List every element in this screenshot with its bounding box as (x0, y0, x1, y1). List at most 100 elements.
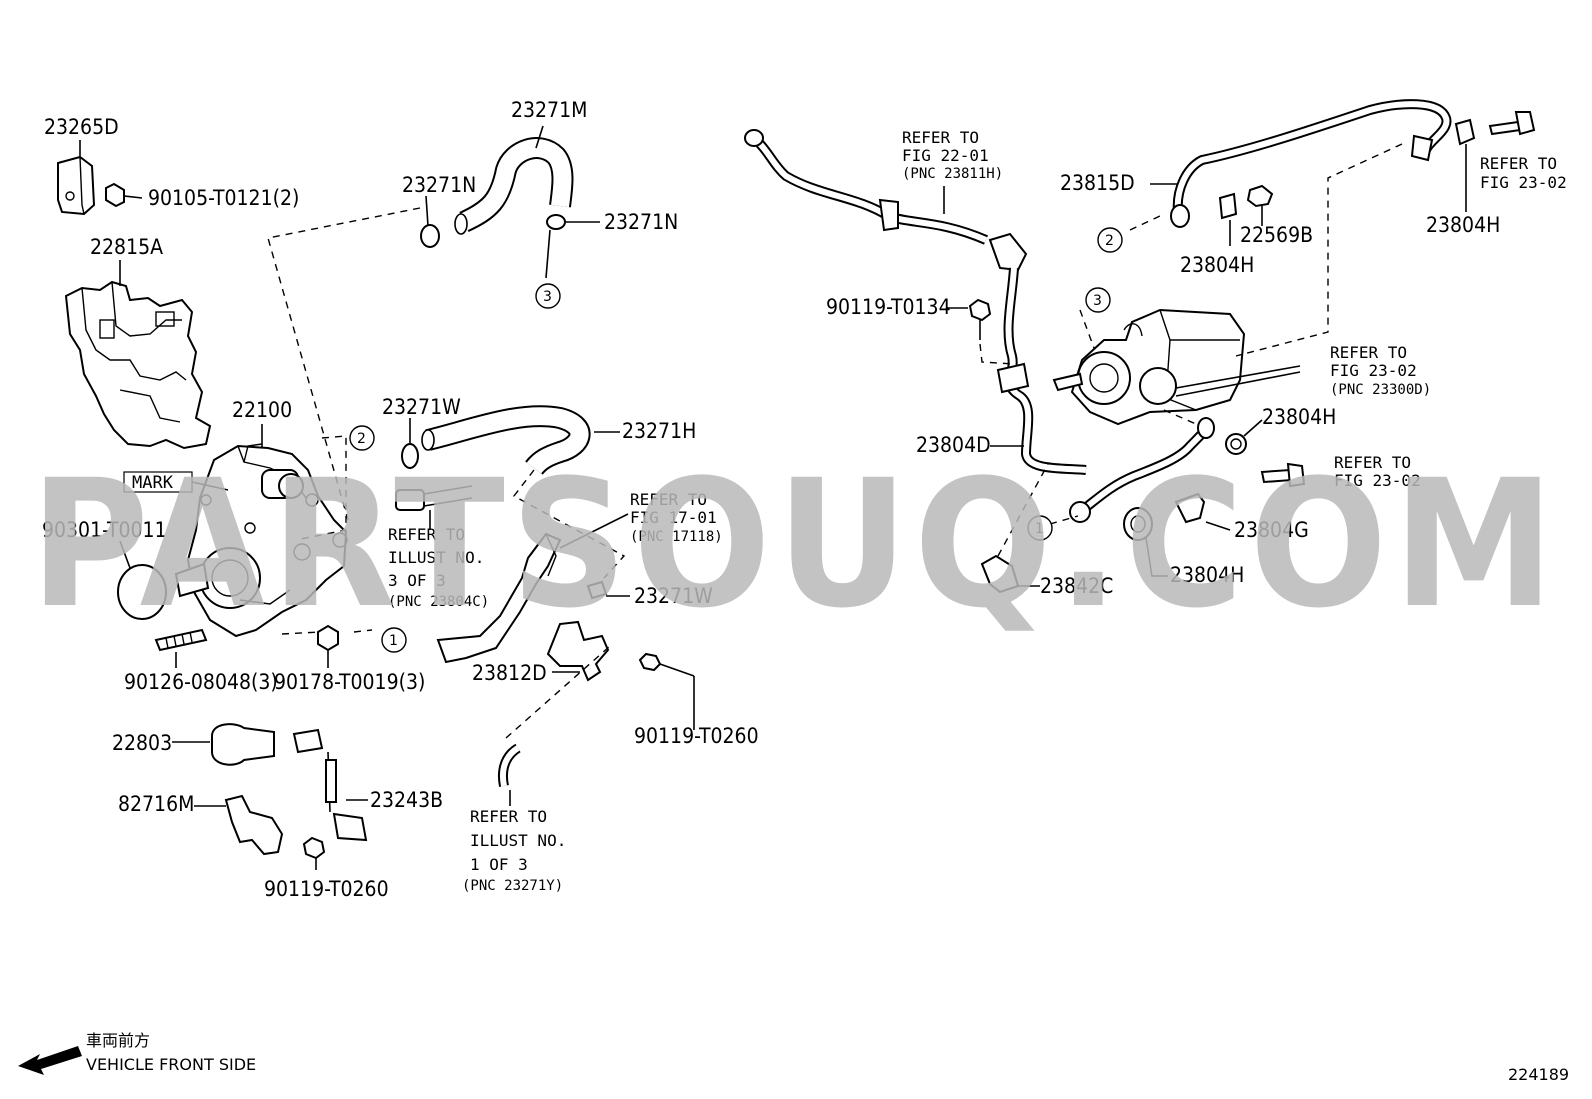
connector-23243B-drawing (292, 728, 368, 842)
part-22803-drawing (172, 723, 275, 766)
ref-line: (PNC 23804C) (388, 594, 489, 610)
label-23804H-d[interactable]: 23804H (1170, 563, 1244, 587)
ref-line: REFER TO (630, 490, 707, 509)
ref-line: REFER TO (1334, 453, 1411, 472)
label-22815A[interactable]: 22815A (90, 235, 163, 259)
callout-text: 2 (1105, 233, 1114, 249)
pipe-illust1-drawing (498, 743, 521, 806)
supply-pump-assembly-drawing (1052, 308, 1301, 426)
front-arrow-icon (18, 1046, 82, 1075)
bolt-90119-T0260-b-drawing (302, 836, 326, 870)
label-23243B[interactable]: 23243B (370, 788, 443, 812)
label-23804D[interactable]: 23804D (916, 433, 991, 457)
ref-line: 3 OF 3 (388, 571, 446, 590)
callout-2-right: 2 (1097, 227, 1123, 253)
left-dashed-guides (267, 207, 626, 739)
label-90119-T0260-a[interactable]: 90119-T0260 (634, 724, 759, 748)
watermark-text: PARTSOUQ.COM (30, 442, 1560, 647)
bolt-90119-T0134-drawing (946, 298, 1015, 365)
figure-number: 224189 (1508, 1065, 1569, 1084)
callout-text: 1 (389, 633, 398, 649)
ref-line: REFER TO (470, 807, 547, 826)
gasket-23804H-a-drawing (1218, 192, 1238, 246)
label-23842C[interactable]: 23842C (1040, 574, 1113, 598)
hose-23271H-drawing (421, 405, 620, 476)
ref-line: FIG 23-02 (1480, 173, 1567, 192)
right-dashed-guides (1049, 215, 1161, 525)
clamp-23271N-a-drawing (420, 195, 440, 248)
label-23812D[interactable]: 23812D (472, 661, 547, 685)
label-23271N-b[interactable]: 23271N (604, 210, 678, 234)
callout-3-right: 3 (1085, 287, 1111, 313)
label-90178-T0019[interactable]: 90178-T0019(3) (274, 670, 425, 694)
label-23271N-a[interactable]: 23271N (402, 173, 476, 197)
clamp-23271W-b-drawing (586, 580, 630, 600)
label-23804H-c[interactable]: 23804H (1262, 405, 1336, 429)
front-side-english: VEHICLE FRONT SIDE (86, 1055, 256, 1074)
vehicle-front-indicator: 車両前方 VEHICLE FRONT SIDE (18, 1031, 256, 1075)
ref-illust-3[interactable]: REFER TO ILLUST NO. 3 OF 3 (PNC 23804C) (388, 525, 489, 610)
gasket-23804H-b-drawing (1454, 118, 1476, 212)
ref-fig-23-02-top[interactable]: REFER TO FIG 23-02 (1480, 154, 1567, 192)
mark-label: MARK (132, 473, 174, 493)
front-side-japanese: 車両前方 (86, 1031, 150, 1050)
ref-fig-17-01[interactable]: REFER TO FIG 17-01 (PNC 17118) (630, 490, 723, 545)
bolt-upper-right-drawing (1488, 111, 1536, 136)
label-23271H[interactable]: 23271H (622, 419, 696, 443)
label-23815D[interactable]: 23815D (1060, 171, 1135, 195)
label-22803[interactable]: 22803 (112, 731, 172, 755)
ref-line: ILLUST NO. (388, 548, 484, 567)
callout-text: 1 (1035, 521, 1044, 537)
ref-line: REFER TO (388, 525, 465, 544)
ref-line: (PNC 23300D) (1330, 382, 1431, 398)
part-22815A-drawing (64, 280, 212, 450)
ref-fig-23-02-low[interactable]: REFER TO FIG 23-02 (1334, 453, 1421, 490)
stud-90126-drawing (154, 628, 208, 668)
nut-90178-drawing (317, 624, 339, 668)
callout-1-left: 1 (381, 627, 407, 653)
bracket-82716M-drawing (194, 794, 284, 856)
ref-line: REFER TO (1480, 154, 1557, 173)
hose-23271M-drawing (454, 125, 574, 235)
bolt-lower-right-drawing (1260, 462, 1306, 488)
callout-text: 3 (543, 289, 552, 305)
clamp-23271N-b-drawing (545, 214, 600, 279)
callout-text: 3 (1093, 293, 1102, 309)
ref-fig-22-01[interactable]: REFER TO FIG 22-01 (PNC 23811H) (902, 128, 1003, 182)
pipe-23815D-drawing (1150, 99, 1452, 357)
hose-stub-drawing (395, 485, 473, 530)
ref-line: FIG 23-02 (1334, 471, 1421, 490)
label-23271M[interactable]: 23271M (511, 98, 587, 122)
label-90105-T0121[interactable]: 90105-T0121(2) (148, 186, 299, 210)
label-23804H-a[interactable]: 23804H (1180, 253, 1254, 277)
bracket-23812D-drawing (436, 532, 610, 682)
ref-line: 1 OF 3 (470, 855, 528, 874)
bolt-23804G-drawing (1174, 492, 1231, 531)
gasket-23804H-d-drawing (1123, 507, 1168, 577)
label-90301-T0011[interactable]: 90301-T0011 (42, 518, 167, 542)
gasket-23804H-c-drawing (1225, 419, 1263, 455)
ref-line: FIG 23-02 (1330, 361, 1417, 380)
callout-1-right: 1 (1027, 515, 1053, 541)
callout-3-left: 3 (535, 283, 561, 309)
label-23271W-b[interactable]: 23271W (634, 584, 713, 608)
bolt-90105-drawing (105, 182, 143, 208)
ref-line: FIG 17-01 (630, 508, 717, 527)
label-23804H-b[interactable]: 23804H (1426, 213, 1500, 237)
label-82716M[interactable]: 82716M (118, 792, 194, 816)
ref-illust-1[interactable]: REFER TO ILLUST NO. 1 OF 3 (PNC 23271Y) (462, 807, 566, 894)
label-90119-T0260-b[interactable]: 90119-T0260 (264, 877, 389, 901)
label-23804G[interactable]: 23804G (1234, 518, 1309, 542)
ref-line: FIG 22-01 (902, 146, 989, 165)
label-22100[interactable]: 22100 (232, 398, 292, 422)
bolt-22569B-drawing (1246, 184, 1274, 226)
label-90119-T0134[interactable]: 90119-T0134 (826, 295, 951, 319)
ref-fig-23-02-mid[interactable]: REFER TO FIG 23-02 (PNC 23300D) (1330, 343, 1431, 398)
label-23271W-a[interactable]: 23271W (382, 395, 461, 419)
label-90126-08048[interactable]: 90126-08048(3) (124, 670, 278, 694)
label-22569B[interactable]: 22569B (1240, 223, 1313, 247)
pipe-23811H-drawing (744, 129, 988, 245)
label-23265D[interactable]: 23265D (44, 115, 119, 139)
clamp-23271W-a-drawing (401, 418, 419, 469)
